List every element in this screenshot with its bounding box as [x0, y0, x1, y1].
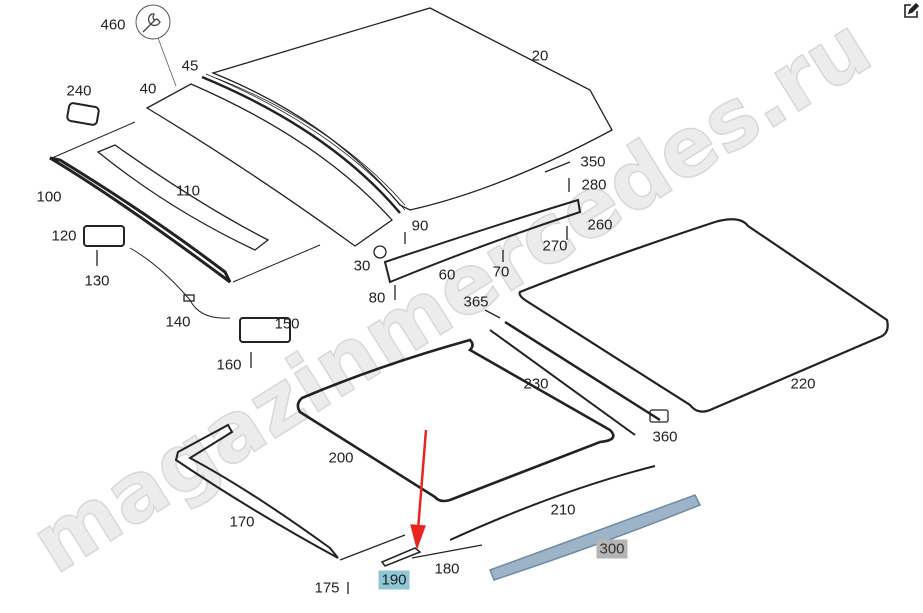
part-360-rail — [504, 320, 661, 422]
part-label-60[interactable]: 60 — [438, 266, 456, 284]
part-label-460[interactable]: 460 — [100, 16, 126, 34]
part-label-100[interactable]: 100 — [36, 188, 62, 206]
part-40-panel — [145, 83, 393, 247]
part-label-360[interactable]: 360 — [652, 428, 678, 446]
part-label-30[interactable]: 30 — [353, 257, 371, 275]
part-140-cable — [129, 247, 231, 319]
part-100-frame — [49, 156, 232, 284]
part-label-210[interactable]: 210 — [550, 501, 576, 519]
part-label-160[interactable]: 160 — [216, 356, 242, 374]
part-label-240[interactable]: 240 — [66, 82, 92, 100]
part-110-deflector — [96, 144, 270, 251]
part-label-130[interactable]: 130 — [84, 272, 110, 290]
part-label-230[interactable]: 230 — [523, 375, 549, 393]
part-label-270[interactable]: 270 — [542, 237, 568, 255]
edit-icon[interactable] — [903, 3, 919, 19]
part-label-350[interactable]: 350 — [580, 153, 606, 171]
part-190-clip — [380, 547, 422, 567]
part-label-175[interactable]: 175 — [314, 579, 340, 597]
part-label-45[interactable]: 45 — [181, 57, 199, 75]
part-label-40[interactable]: 40 — [139, 80, 157, 98]
part-240-gasket — [66, 102, 100, 126]
part-45-seal — [201, 75, 401, 214]
part-label-140[interactable]: 140 — [165, 313, 191, 331]
part-300-strip — [489, 494, 702, 581]
part-170-trim — [174, 423, 339, 559]
part-220-frame — [518, 218, 889, 413]
part-label-150[interactable]: 150 — [274, 315, 300, 333]
part-label-90[interactable]: 90 — [411, 217, 429, 235]
part-label-280[interactable]: 280 — [581, 176, 607, 194]
part-label-20[interactable]: 20 — [531, 47, 549, 65]
part-label-120[interactable]: 120 — [51, 227, 77, 245]
wrench-icon — [135, 4, 177, 87]
part-label-220[interactable]: 220 — [790, 375, 816, 393]
part-20-roof-panel — [211, 7, 613, 211]
part-label-170[interactable]: 170 — [229, 513, 255, 531]
part-label-180[interactable]: 180 — [434, 560, 460, 578]
part-180-rod — [411, 544, 483, 559]
part-label-300[interactable]: 300 — [596, 539, 628, 559]
part-label-190-selected[interactable]: 190 — [378, 570, 410, 590]
part-label-260[interactable]: 260 — [587, 216, 613, 234]
part-label-110[interactable]: 110 — [176, 182, 200, 200]
part-230-rail — [489, 329, 636, 436]
part-150-motor — [239, 317, 291, 343]
part-120-motor — [83, 225, 125, 247]
part-200-seal — [296, 338, 615, 503]
part-210-strip — [449, 465, 656, 541]
red-arrow-icon — [410, 429, 428, 551]
part-label-365[interactable]: 365 — [463, 293, 489, 311]
part-60-rail — [383, 198, 582, 284]
part-label-80[interactable]: 80 — [368, 289, 386, 307]
part-label-70[interactable]: 70 — [492, 263, 510, 281]
part-label-200[interactable]: 200 — [328, 449, 354, 467]
